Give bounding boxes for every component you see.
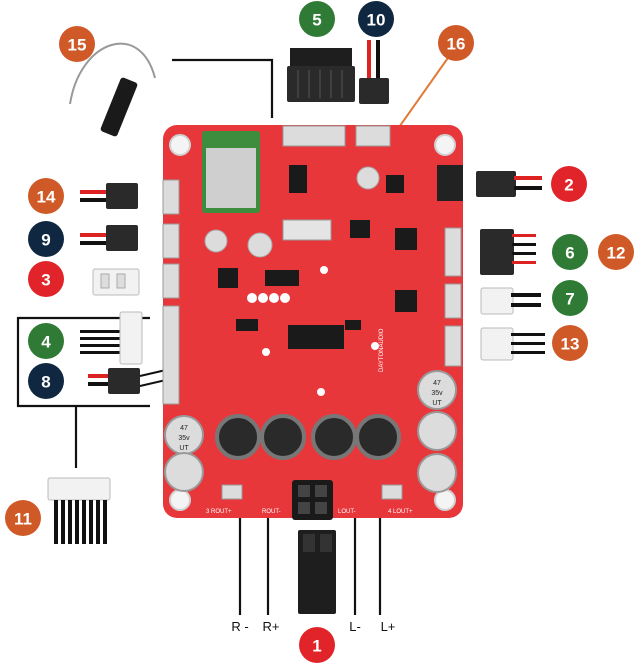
connector-2-plug: [476, 171, 542, 197]
badge-number: 10: [367, 11, 386, 30]
badge-10: 10: [358, 1, 394, 37]
antenna-callout-line: [172, 58, 274, 118]
cap-voltage-label: 35v: [431, 390, 443, 397]
badge-circle: [299, 627, 335, 663]
badge-number: 8: [41, 373, 50, 392]
badge-number: 3: [41, 271, 50, 290]
output-label-rout-minus: ROUT-: [262, 509, 281, 515]
badge-circle: [598, 234, 634, 270]
badge-12: 12: [598, 234, 634, 270]
badge-number: 6: [565, 244, 574, 263]
badge-6: 6: [552, 234, 588, 270]
badge-circle: [552, 234, 588, 270]
cap-unit-label: UT: [179, 445, 189, 452]
power-plug: [298, 530, 336, 614]
badge-number: 14: [37, 188, 56, 207]
badge-circle: [28, 323, 64, 359]
badge-circle: [358, 1, 394, 37]
connector-3-plug: [92, 268, 140, 296]
badge-number: 13: [561, 335, 580, 354]
cap-labels: 47 35v UT 47 35v UT: [178, 380, 443, 452]
badge-14: 14: [28, 178, 64, 214]
connector-8-plug: [88, 368, 167, 394]
badge-number: 9: [41, 231, 50, 250]
badge-8: 8: [28, 363, 64, 399]
amplifier-board: 47 35v UT 47 35v UT 3 ROUT+ ROUT- LOUT- …: [162, 125, 463, 520]
badge-circle: [5, 500, 41, 536]
badge-5: 5: [299, 1, 335, 37]
badge-circle: [438, 25, 474, 61]
wire-label-r-plus: R+: [263, 619, 280, 634]
badge-number: 11: [14, 510, 32, 529]
badge-circle: [28, 261, 64, 297]
output-label-lout-plus: 4 LOUT+: [388, 509, 413, 515]
brand-label: DAYTONAUDIO: [379, 328, 385, 372]
cap-unit-label: UT: [432, 400, 442, 407]
badge-number: 2: [564, 176, 573, 195]
wire-labels: R - R+ L- L+: [231, 619, 395, 634]
connector-5-plug: [287, 48, 355, 102]
connector-14-plug: [80, 183, 138, 209]
badge-circle: [552, 325, 588, 361]
badge-11: 11: [5, 500, 41, 536]
badge-number: 16: [447, 35, 466, 54]
output-label-rout-plus: 3 ROUT+: [206, 509, 232, 515]
antenna-wire: [69, 42, 156, 137]
cap-voltage-label: 35v: [178, 435, 190, 442]
badge-number: 15: [68, 36, 87, 55]
connector-9-plug: [80, 225, 138, 251]
badge-15: 15: [59, 26, 95, 62]
badge-9: 9: [28, 221, 64, 257]
badge-3: 3: [28, 261, 64, 297]
connector-11-ribbon: [47, 477, 111, 544]
connector-4-plug: [80, 311, 143, 365]
wire-label-r-minus: R -: [231, 619, 248, 634]
badge-7: 7: [552, 280, 588, 316]
badge-circle: [28, 178, 64, 214]
connector-7-plug: [480, 287, 541, 315]
output-label-lout-minus: LOUT-: [338, 509, 356, 515]
cap-value-label: 47: [180, 425, 188, 432]
badge-circle: [551, 166, 587, 202]
badge-circle: [59, 26, 95, 62]
badge-number: 5: [312, 11, 321, 30]
badge-13: 13: [552, 325, 588, 361]
cap-value-label: 47: [433, 380, 441, 387]
badge-circle: [299, 1, 335, 37]
badge-number: 12: [607, 244, 626, 263]
badge-circle: [28, 221, 64, 257]
badge-number: 4: [41, 333, 51, 352]
badge-number: 7: [565, 290, 574, 309]
left-bracket-line: [16, 316, 150, 408]
badge-16: 16: [438, 25, 474, 61]
badge-circle: [28, 363, 64, 399]
wire-label-l-plus: L+: [381, 619, 396, 634]
connector-13-plug: [480, 327, 545, 361]
badge-1: 1: [299, 627, 335, 663]
badge-circle: [552, 280, 588, 316]
connector-10-plug: [359, 40, 389, 104]
badge-4: 4: [28, 323, 64, 359]
connector-6-12-plug: [480, 229, 536, 275]
wire-label-l-minus: L-: [349, 619, 361, 634]
badge-2: 2: [551, 166, 587, 202]
badge-number: 1: [312, 637, 321, 656]
